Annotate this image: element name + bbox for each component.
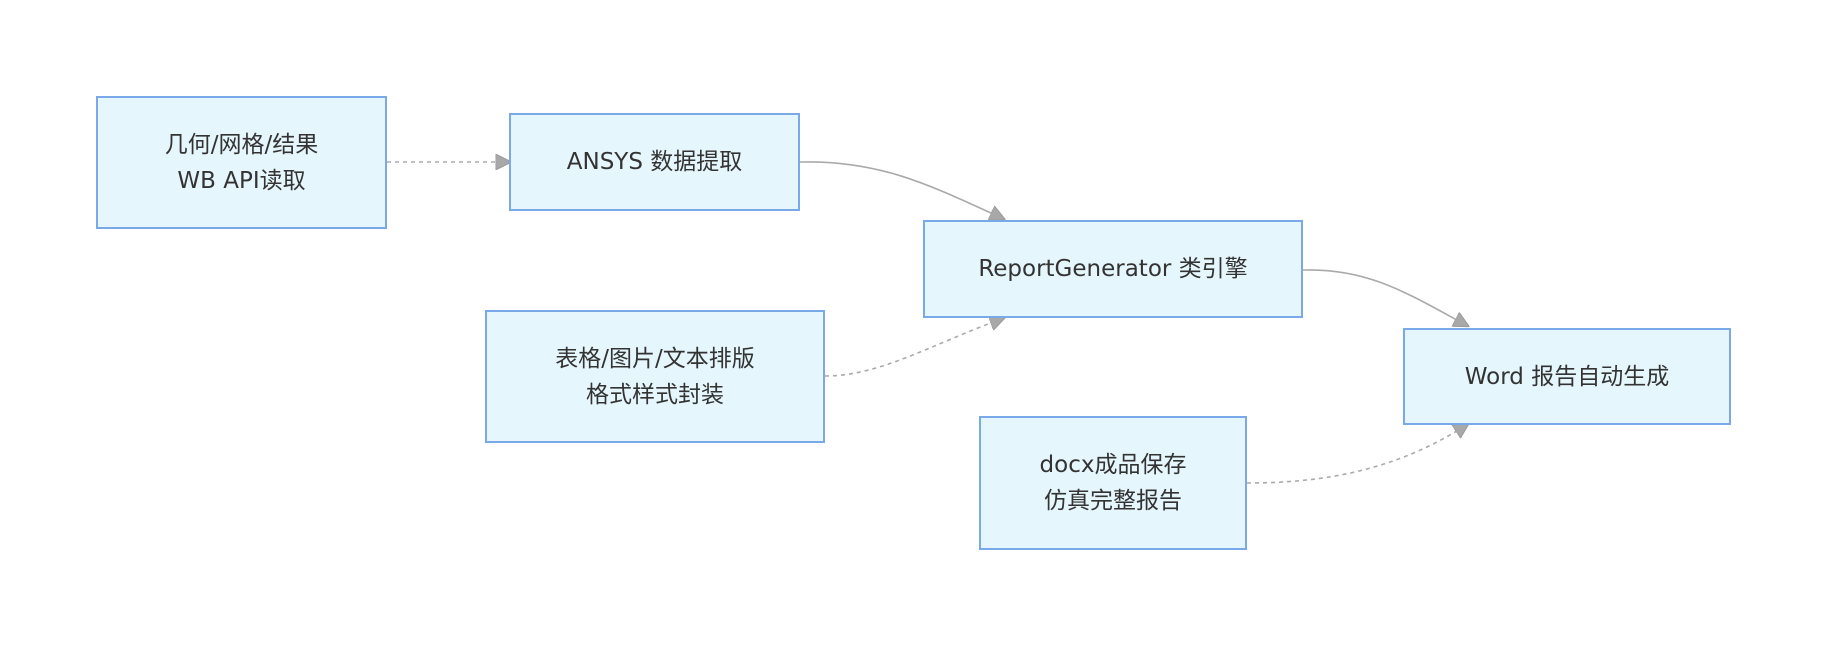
edge-docx-to-word: [1246, 424, 1468, 484]
node-docx-save-line2: 仿真完整报告: [1044, 488, 1182, 514]
node-geometry-source-line1: 几何/网格/结果: [164, 131, 319, 158]
edge-layout-to-engine: [824, 318, 1004, 377]
node-report-engine: ReportGenerator 类引擎: [923, 220, 1303, 318]
node-report-engine-label: ReportGenerator 类引擎: [978, 256, 1248, 282]
node-layout-format: 表格/图片/文本排版 格式样式封装: [485, 310, 825, 443]
edge-engine-to-word: [1302, 269, 1468, 326]
node-layout-format-line2: 格式样式封装: [586, 381, 724, 408]
node-geometry-source-line2: WB API读取: [177, 167, 306, 194]
node-layout-format-line1: 表格/图片/文本排版: [555, 345, 755, 372]
node-word-output: Word 报告自动生成: [1403, 328, 1731, 425]
node-docx-save: docx成品保存 仿真完整报告: [979, 416, 1247, 550]
node-ansys-extract-label: ANSYS 数据提取: [566, 149, 743, 175]
edge-ansys-to-engine: [799, 161, 1004, 219]
node-docx-save-line1: docx成品保存: [1039, 452, 1187, 478]
node-word-output-label: Word 报告自动生成: [1464, 363, 1670, 390]
node-ansys-extract: ANSYS 数据提取: [509, 113, 800, 211]
node-geometry-source: 几何/网格/结果 WB API读取: [96, 96, 387, 229]
